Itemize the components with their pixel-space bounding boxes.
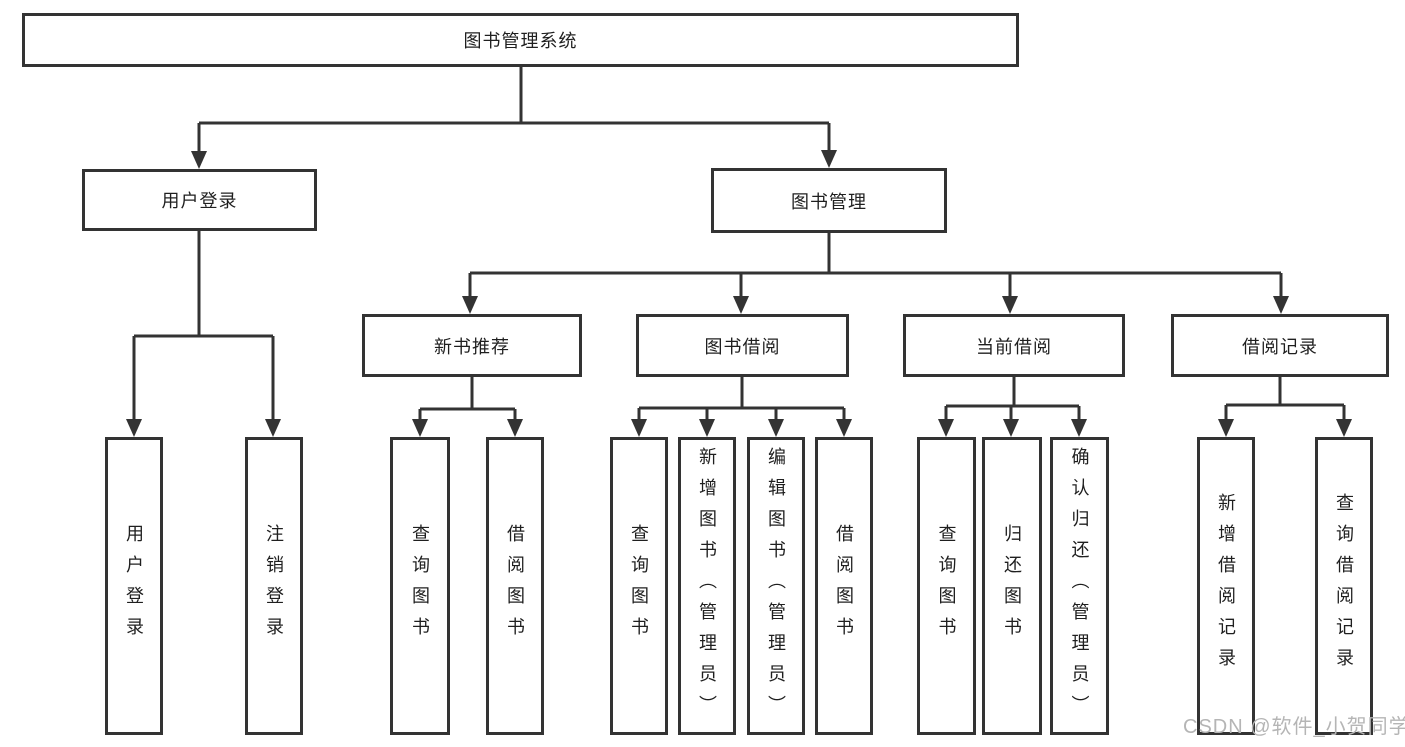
leaf-return-book-label: 归还图书: [1002, 524, 1022, 648]
leaf-logout-label: 注销登录: [264, 524, 284, 648]
leaf-user-login: 用户登录: [105, 437, 163, 735]
leaf-user-login-label: 用户登录: [124, 524, 144, 648]
node-new-book-recommend: 新书推荐: [362, 314, 582, 377]
leaf-edit-book-admin: 编辑图书（管理员）: [747, 437, 805, 735]
node-root-label: 图书管理系统: [463, 31, 578, 51]
leaf-logout: 注销登录: [245, 437, 303, 735]
leaf-borrow-book-2: 借阅图书: [815, 437, 873, 735]
leaf-borrow-book-1-label: 借阅图书: [505, 524, 525, 648]
leaf-query-book-1: 查询图书: [390, 437, 450, 735]
node-book-management: 图书管理: [711, 168, 947, 233]
node-book-borrow-label: 图书借阅: [704, 336, 781, 357]
node-current-borrow: 当前借阅: [903, 314, 1125, 377]
leaf-borrow-book-2-label: 借阅图书: [834, 524, 854, 648]
node-root: 图书管理系统: [22, 13, 1019, 67]
leaf-confirm-return-admin: 确认归还（管理员）: [1050, 437, 1109, 735]
leaf-query-book-2-label: 查询图书: [629, 524, 649, 648]
leaf-query-book-3: 查询图书: [917, 437, 976, 735]
node-new-book-recommend-label: 新书推荐: [434, 336, 510, 357]
leaf-add-borrow-record: 新增借阅记录: [1197, 437, 1255, 735]
node-user-login-label: 用户登录: [161, 191, 238, 211]
node-borrow-record: 借阅记录: [1171, 314, 1389, 377]
watermark: CSDN @软件_小贺同学: [1183, 716, 1405, 738]
arrowheads: [126, 150, 1352, 437]
node-book-borrow: 图书借阅: [636, 314, 849, 377]
leaf-borrow-book-1: 借阅图书: [486, 437, 544, 735]
leaf-query-book-2: 查询图书: [610, 437, 668, 735]
leaf-return-book: 归还图书: [982, 437, 1042, 735]
leaf-add-book-admin: 新增图书（管理员）: [678, 437, 736, 735]
node-current-borrow-label: 当前借阅: [976, 336, 1052, 357]
leaf-query-borrow-record: 查询借阅记录: [1315, 437, 1373, 735]
leaf-query-book-3-label: 查询图书: [936, 524, 957, 648]
leaf-add-book-admin-label: 新增图书（管理员）: [697, 446, 717, 726]
node-book-management-label: 图书管理: [791, 191, 867, 212]
leaf-query-borrow-record-label: 查询借阅记录: [1334, 493, 1354, 679]
leaf-add-borrow-record-label: 新增借阅记录: [1216, 493, 1236, 679]
leaf-edit-book-admin-label: 编辑图书（管理员）: [766, 446, 786, 726]
node-user-login: 用户登录: [82, 169, 317, 231]
node-borrow-record-label: 借阅记录: [1242, 336, 1318, 357]
leaf-confirm-return-admin-label: 确认归还（管理员）: [1069, 446, 1090, 726]
leaf-query-book-1-label: 查询图书: [410, 524, 430, 648]
